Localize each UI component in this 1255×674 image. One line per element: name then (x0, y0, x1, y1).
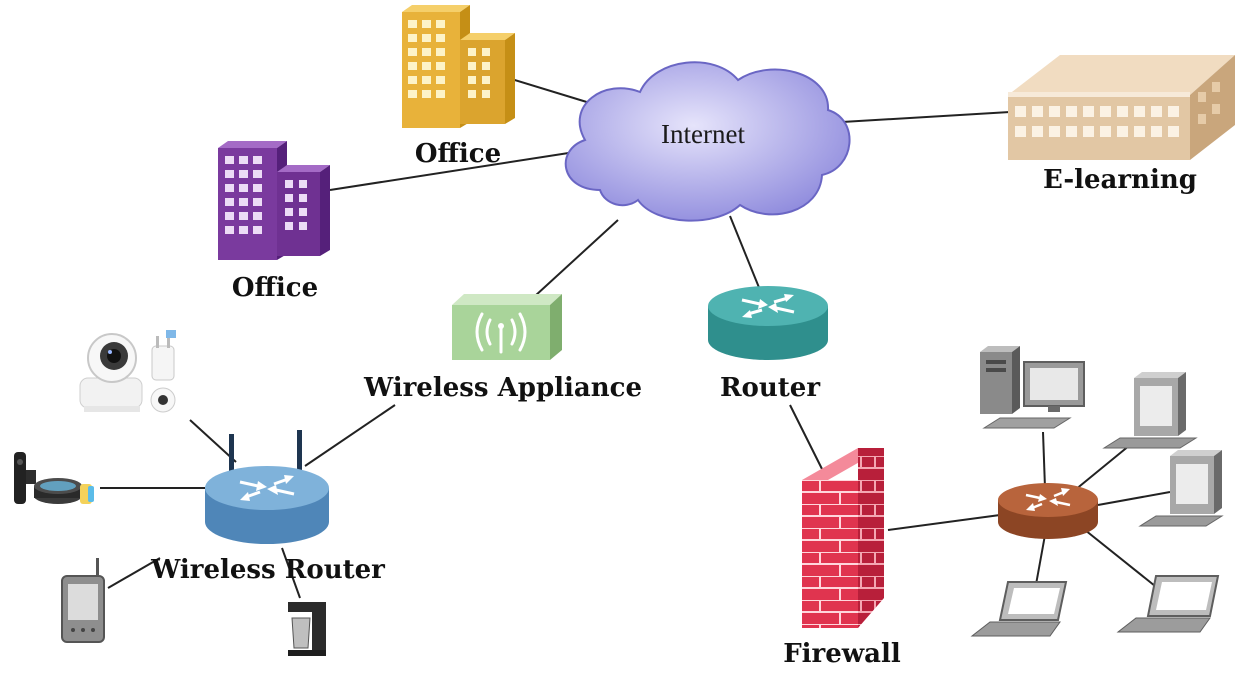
link-elearning-internet (841, 111, 1011, 123)
security-camera-icon (79, 333, 143, 412)
link-lan-desktop3 (1097, 491, 1171, 506)
mobile-phone-icon (61, 558, 105, 643)
elearning-building-icon (1008, 55, 1235, 160)
office-left-label: Office (232, 273, 318, 303)
link-lan-laptop1 (1034, 534, 1046, 591)
desktop-computer-icon (1138, 450, 1224, 527)
wireless-appliance-icon (452, 294, 562, 360)
link-appliance-internet (534, 219, 619, 297)
internet-cloud: Internet (564, 61, 851, 222)
link-router-firewall (789, 404, 826, 476)
lan-router-icon (998, 483, 1098, 539)
office-top-building-icon (402, 5, 515, 128)
firewall-icon (802, 448, 884, 628)
laptop-icon (970, 581, 1068, 637)
link-office-left-internet (329, 151, 576, 191)
link-router-internet (729, 215, 761, 291)
router-icon (708, 286, 828, 360)
firewall-label: Firewall (783, 639, 901, 669)
office-top-label: Office (415, 139, 501, 169)
internet-label: Internet (661, 119, 745, 149)
router-label: Router (720, 373, 820, 403)
link-wrouter-phone (107, 557, 161, 589)
link-lan-desktop2 (1074, 444, 1131, 491)
laptop-icon (1116, 575, 1220, 633)
streaming-stick-icon (14, 452, 36, 504)
office-left-building-icon (218, 141, 330, 260)
link-firewall-lanrouter (887, 514, 1001, 531)
link-wrouter-coffee (281, 547, 301, 599)
wireless-router-label: Wireless Router (150, 555, 385, 585)
link-wrouter-camera (189, 419, 237, 463)
elearning-label: E-learning (1043, 165, 1197, 195)
link-lan-desktop1 (1042, 431, 1046, 489)
wireless-appliance-label: Wireless Appliance (363, 373, 642, 403)
connections (100, 77, 1171, 599)
wireless-router-icon (205, 430, 329, 544)
link-wrouter-appliance (304, 404, 396, 467)
link-lan-laptop2 (1084, 529, 1161, 591)
desktop-computer-icon (1102, 372, 1198, 449)
smart-speaker-icon (34, 478, 94, 504)
smart-plug-camera-icon (150, 330, 176, 413)
desktop-computer-icon (980, 346, 1085, 429)
link-office-top-internet (507, 77, 591, 104)
coffee-maker-icon (288, 602, 326, 656)
